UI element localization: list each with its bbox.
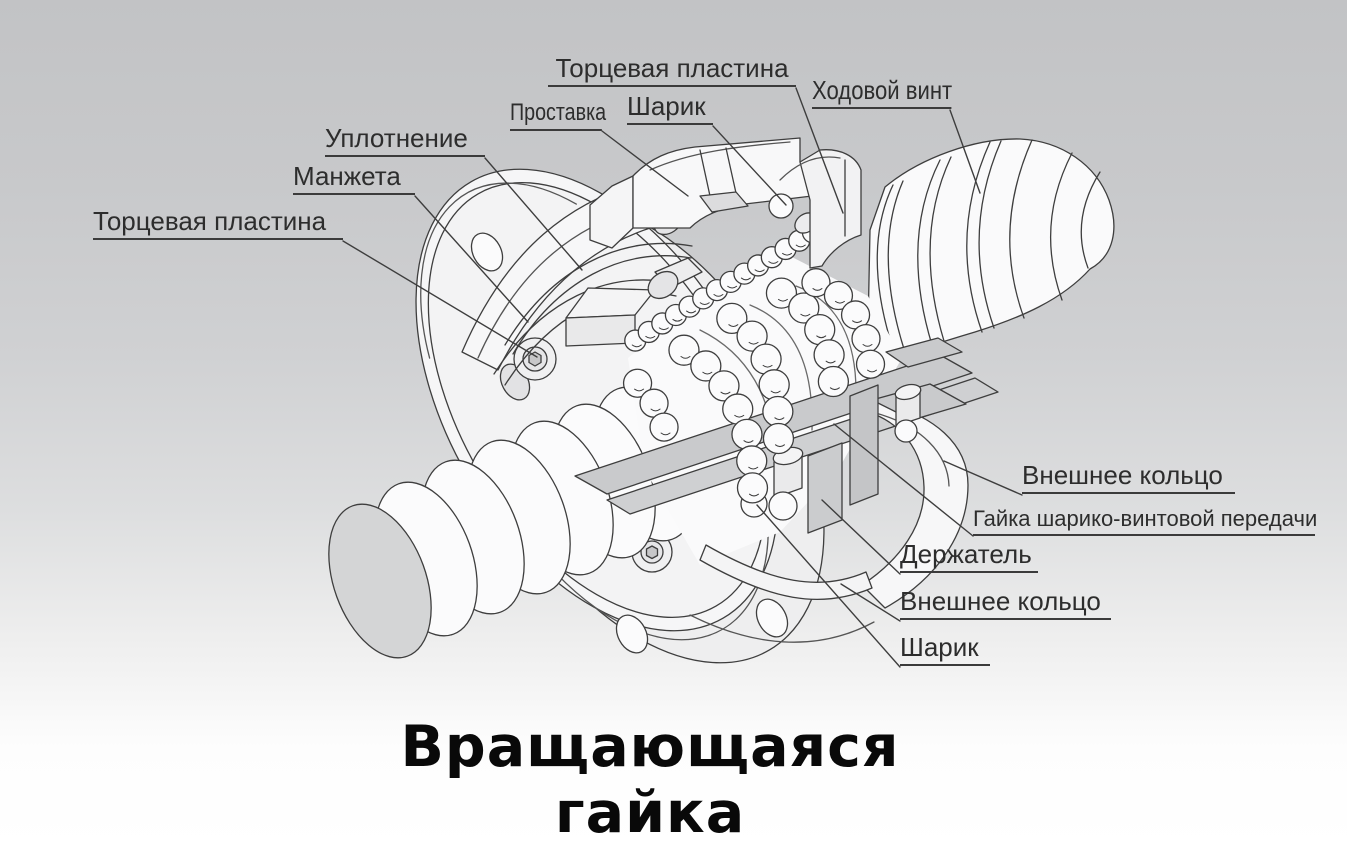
top-blocks bbox=[589, 137, 862, 269]
leader-holder bbox=[821, 499, 901, 575]
label-ball-top: Шарик bbox=[627, 91, 713, 126]
ball-in-gap bbox=[768, 193, 794, 219]
label-seal: Уплотнение bbox=[325, 123, 485, 158]
label-ball-bottom: Шарик bbox=[900, 632, 990, 667]
label-ball-screw-nut: Гайка шарико-винтовой передачи bbox=[973, 506, 1317, 536]
return-stud-right bbox=[894, 383, 922, 443]
leader-cuff bbox=[414, 195, 529, 323]
leader-lead-screw bbox=[949, 109, 981, 194]
label-holder: Держатель bbox=[900, 539, 1038, 574]
leader-ball-top bbox=[712, 125, 787, 206]
end-plate-block bbox=[779, 149, 862, 269]
label-outer-ring-lower: Внешнее кольцо bbox=[900, 586, 1111, 621]
socket-bolt-upper bbox=[513, 337, 557, 381]
leader-end-plate-left bbox=[342, 240, 538, 358]
label-end-plate-top: Торцевая пластина bbox=[548, 53, 796, 88]
spacer-block bbox=[632, 137, 813, 229]
leader-seal bbox=[484, 157, 583, 271]
label-lead-screw: Ходовой винт bbox=[812, 75, 952, 110]
label-spacer: Проставка bbox=[510, 99, 606, 131]
leader-spacer bbox=[601, 130, 689, 197]
leader-end-plate-top bbox=[795, 87, 844, 214]
leader-outer-ring-right bbox=[943, 460, 1023, 496]
seal-retainer-block bbox=[565, 287, 656, 347]
leader-nut bbox=[833, 423, 974, 537]
label-end-plate-left: Торцевая пластина bbox=[93, 206, 343, 241]
balls bbox=[622, 221, 886, 504]
diagram-title: Вращающаяся гайка bbox=[400, 714, 900, 846]
leader-lines bbox=[342, 87, 1023, 668]
holder-slabs bbox=[740, 383, 922, 534]
screw-shaft-left bbox=[328, 386, 697, 659]
label-cuff: Манжета bbox=[293, 161, 415, 196]
lead-screw-right bbox=[867, 138, 1115, 361]
label-outer-ring-right: Внешнее кольцо bbox=[1022, 460, 1235, 495]
leader-outer-ring-lower bbox=[840, 583, 901, 622]
leader-ball-bottom bbox=[756, 504, 901, 668]
